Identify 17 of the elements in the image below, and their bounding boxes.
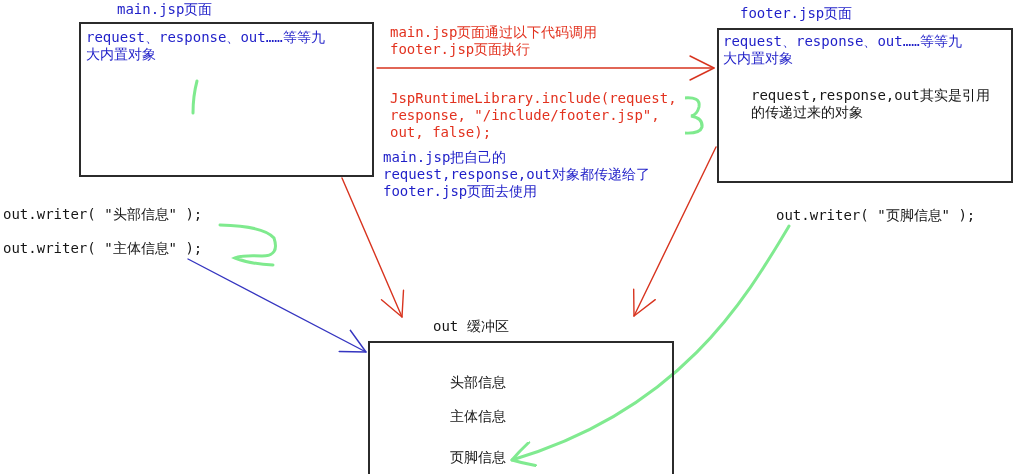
code-line: out.writer( "头部信息" ); <box>3 206 203 223</box>
description-text: request、response、out……等等九大内置对象 <box>86 29 326 63</box>
code-snippet: JspRuntimeLibrary.include(request, response, "/include/footer.jsp", out, false); <box>390 90 685 141</box>
arrow <box>633 146 717 317</box>
buffer-title: out 缓冲区 <box>433 318 509 335</box>
description-text: request、response、out……等等九大内置对象 <box>723 33 963 67</box>
page-title: main.jsp页面 <box>117 1 213 18</box>
code-line: out.writer( "页脚信息" ); <box>776 207 976 224</box>
arrow <box>187 258 367 353</box>
buffer-entry: 主体信息 <box>450 408 506 425</box>
buffer-entry: 头部信息 <box>450 374 506 391</box>
code-line: out.writer( "主体信息" ); <box>3 240 203 257</box>
description-text: request,response,out其实是引用的传递过来的对象 <box>751 87 991 121</box>
page-title: footer.jsp页面 <box>740 5 853 22</box>
arrow <box>376 55 715 81</box>
buffer-entry: 页脚信息 <box>450 449 506 466</box>
arrow <box>341 177 405 318</box>
